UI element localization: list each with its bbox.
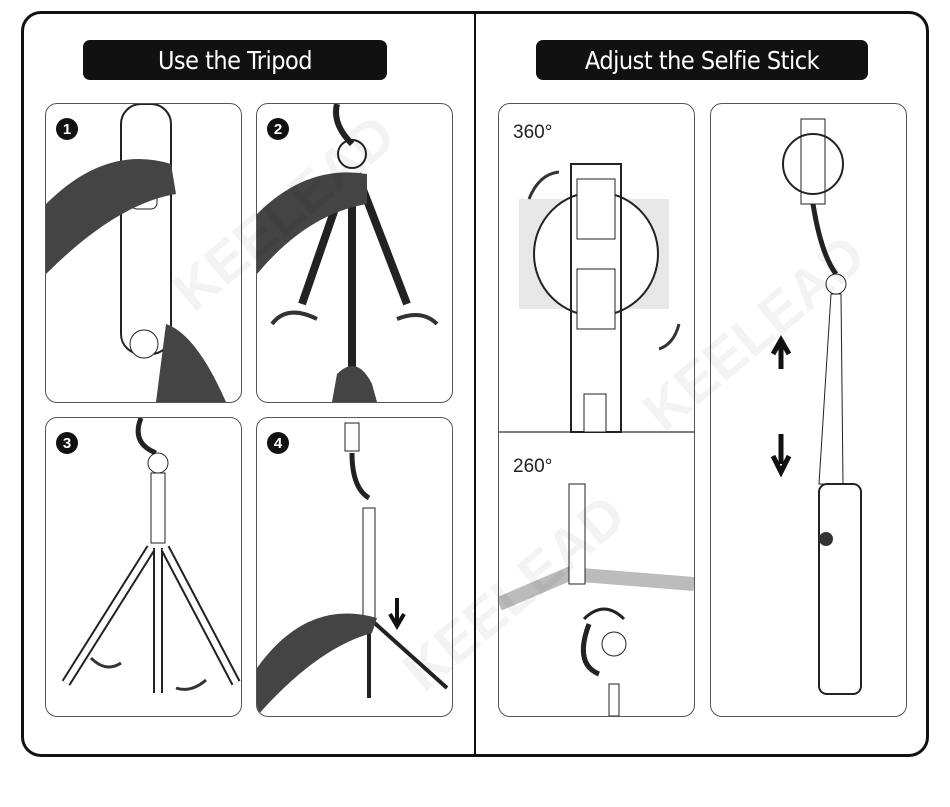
step-3-panel: 3 [45,417,242,717]
section-divider [474,14,476,754]
step-number: 3 [56,432,78,454]
step-number: 1 [56,118,78,140]
step-2-illustration [257,104,439,402]
step-number: 2 [267,118,289,140]
instruction-frame [21,11,929,757]
step-4-panel: 4 [256,417,453,717]
extend-stick-illustration [770,118,862,695]
rotation-260-label: 260° [513,456,553,477]
step-4-illustration [257,422,449,716]
step-1-panel: 1 [45,103,242,403]
step-number: 4 [267,432,289,454]
phone-holder-rotation-panel: 360° 260° [498,103,695,717]
step-2-panel: 2 [256,103,453,403]
step-1-illustration [46,104,226,402]
rotation-illustration [499,163,694,716]
step-3-illustration [61,418,241,693]
selfie-stick-section-title: Adjust the Selfie Stick [536,40,868,80]
tripod-section-title: Use the Tripod [83,40,387,80]
rotation-360-label: 360° [513,122,553,143]
extend-stick-panel [710,103,907,717]
